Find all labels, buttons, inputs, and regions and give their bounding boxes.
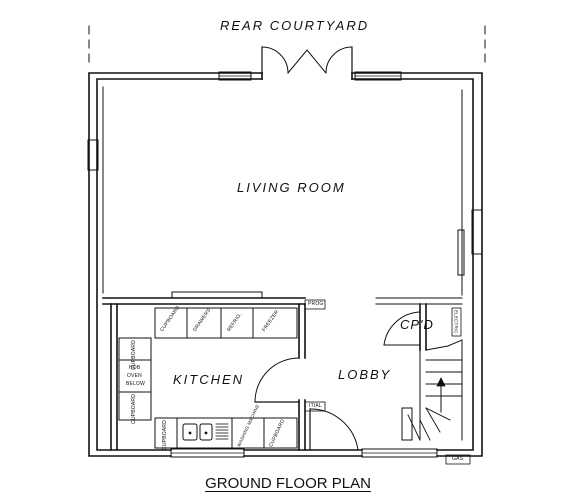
hob-label-3: BELOW — [126, 381, 146, 387]
french-door-right-arc — [325, 46, 353, 74]
hob-label-1: HOB — [129, 365, 141, 371]
kitchen-right-wall — [298, 303, 306, 359]
lobby-label: LOBBY — [338, 367, 392, 382]
plan-title: GROUND FLOOR PLAN — [0, 475, 576, 492]
outer-wall-outer — [88, 72, 483, 457]
gas-label: GAS — [452, 456, 464, 462]
kitchen-right-wall-lower — [298, 399, 306, 451]
partition-wall-right — [375, 297, 463, 305]
stair-arrow-head — [436, 377, 446, 387]
ital-label: ITIAL — [309, 403, 322, 409]
worktop-top — [154, 307, 298, 339]
radiator-right — [457, 229, 465, 276]
gas-box — [445, 454, 471, 465]
hob-label-2: OVEN — [127, 373, 142, 379]
radiator-living — [171, 291, 263, 299]
drainer — [215, 423, 229, 440]
prog-label: PROG — [308, 301, 324, 307]
kitchen-label: KITCHEN — [173, 372, 245, 387]
cupboard-left-bottom-label: CUPBOARD — [131, 394, 137, 424]
partition-wall-top — [102, 297, 306, 305]
stair-treads — [407, 359, 463, 441]
window-right-wall — [471, 209, 483, 255]
worktop-bottom — [154, 417, 298, 449]
sink-bowl-left — [182, 423, 198, 441]
plan-title-text: GROUND FLOOR PLAN — [205, 475, 371, 492]
stair-stringer — [419, 339, 463, 441]
electric-box — [451, 307, 462, 337]
ital-box — [304, 401, 326, 412]
front-door-arc — [309, 408, 359, 451]
french-door-left-arc — [261, 46, 289, 74]
outer-wall-inner — [96, 78, 474, 451]
cupboard-door-arc — [383, 311, 421, 346]
worktop-left — [118, 337, 152, 421]
cupboard-label: CP'D — [400, 317, 434, 332]
living-room-label: LIVING ROOM — [237, 180, 346, 195]
french-door-centre — [287, 49, 327, 74]
bottom-cupboard-label: CUPBOARD — [162, 420, 168, 450]
electric-label: ELECTRIC — [453, 310, 459, 334]
kitchen-left-wall — [110, 303, 118, 451]
courtyard-label: REAR COURTYARD — [220, 18, 370, 33]
prog-box — [304, 299, 326, 310]
stair-balustrade — [425, 339, 463, 351]
newel-post — [401, 407, 413, 441]
kitchen-door-arc — [254, 357, 300, 403]
sink-bowl-right — [199, 423, 213, 441]
window-left-wall — [87, 139, 99, 171]
